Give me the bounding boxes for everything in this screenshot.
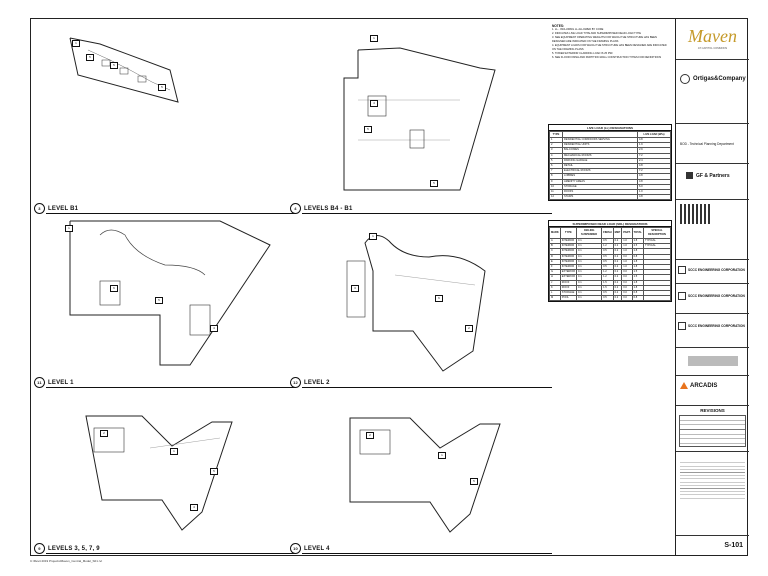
table-cell: INTERIOR [559, 258, 578, 265]
note-item: 4. EQUIPMENT LOADS FOR WHICH THE STRUCTU… [552, 44, 667, 51]
sdl-table-title: SUPERIMPOSED DEAD LOAD (SDL) DESIGNATION… [549, 221, 671, 227]
engineer-logo-icon [678, 322, 686, 330]
consultant-logos [676, 200, 749, 260]
table-cell: M [549, 295, 561, 302]
plan-level-b1: 1 5 5 5 [60, 30, 200, 110]
arcadis-logo-icon [680, 382, 688, 389]
note-item: 1. LL - INCLUDING LL ALLOWED BY CODE [552, 28, 604, 31]
col-header: MEP [612, 227, 623, 239]
table-cell: INTERIOR [559, 237, 578, 245]
plan-level-1: 1 6 5 4 [60, 215, 280, 375]
table-cell: INTERIOR [559, 248, 578, 255]
table-cell: STORAGE [559, 289, 578, 297]
plan-levels-3-5-7-9: 2 1 5 4 [70, 408, 270, 538]
col-header: MARK [549, 227, 561, 239]
notes-title: NOTES: [552, 24, 565, 28]
detail-bubble: 10 [290, 543, 301, 554]
architect-block: GF & Partners [676, 164, 749, 200]
general-notes: NOTES: 1. LL - INCLUDING LL ALLOWED BY C… [552, 24, 670, 60]
arcadis-block: ARCADIS [676, 376, 749, 406]
table-cell: EXTERIOR [559, 274, 578, 281]
disclaimer-block [676, 452, 749, 536]
table-cell: INTERIOR [559, 253, 578, 260]
sheet-number-block: S-101 [724, 542, 743, 549]
col-header: TYPE [559, 227, 578, 239]
plan-level-2: 1 3 6 2 [335, 225, 525, 375]
table-cell: 0.0 [621, 295, 633, 302]
detail-bubble: 11 [34, 377, 45, 388]
table-cell: STAIRS [562, 194, 638, 201]
note-item: 6. SEE FLOOR FINISH AND PARTITION WALL C… [552, 56, 662, 59]
detail-bubble: 4 [290, 203, 301, 214]
col-header: SPECIAL DESCRIPTION [642, 227, 672, 239]
table-cell [642, 295, 672, 302]
note-item: 3. SEE EQUIPMENT OPERATING WEIGHTS FOR W… [552, 36, 657, 43]
col-header: FINISH [601, 227, 614, 239]
table-cell: 0.5 [601, 295, 614, 302]
project-logo: Maven AT CAPITOL COMMONS [676, 18, 749, 60]
revisions-block: REVISIONS [676, 406, 749, 452]
engineer-block-1: SCCC ENGINEERING CORPORATION [676, 260, 749, 284]
table-cell: INTERIOR [559, 263, 578, 271]
owner-block: Ortigas&Company [676, 60, 749, 124]
file-path: C:\Revit 2019 Projects\Maven_Central_Mod… [30, 559, 103, 563]
architect-logo-icon [686, 172, 693, 179]
detail-bubble: 3 [34, 203, 45, 214]
table-cell: POOL [559, 295, 578, 302]
table-cell: INTERIOR [559, 243, 578, 250]
plan-levels-b4-b1: 1 4 5 5 [330, 30, 520, 200]
engineer-block-2: SCCC ENGINEERING CORPORATION [676, 284, 749, 314]
title-block: Maven AT CAPITOL COMMONS Ortigas&Company… [675, 18, 749, 556]
detail-bubble: 9 [34, 543, 45, 554]
live-load-table-title: LIVE LOAD (LL) DESIGNATIONS [549, 125, 671, 131]
detail-bubble: 12 [290, 377, 301, 388]
drawing-sheet [30, 18, 748, 556]
sdl-table: SUPERIMPOSED DEAD LOAD (SDL) DESIGNATION… [548, 220, 672, 303]
note-item: 2. INDICATES LIVE LOAD TYPE AND SUPERIMP… [552, 32, 641, 35]
table-cell: 0.8 [631, 295, 645, 302]
engineer-logo-icon [678, 292, 686, 300]
plan-level-4: 2 1 5 [340, 408, 530, 538]
table-cell: 12 [549, 194, 563, 201]
table-cell: 0.1 [576, 295, 603, 302]
owner-logo-icon [680, 74, 690, 84]
consultant-logo-icon [680, 204, 710, 224]
engineer-logo-icon [678, 266, 686, 274]
table-cell: 0.2 [612, 295, 623, 302]
col-header: TOTAL [631, 227, 645, 239]
note-item: 5. TOWER EXTERIOR CLADDING LOAD IS 25 PS… [552, 52, 613, 55]
seal-block [676, 348, 749, 376]
table-cell: 4.8 [637, 194, 671, 201]
dept-block: BOD - Technical Planning Department [676, 124, 749, 164]
col-header: PART. [621, 227, 633, 239]
seal-icon [687, 356, 738, 366]
engineer-block-3: SCCC ENGINEERING CORPORATION [676, 314, 749, 348]
live-load-table: LIVE LOAD (LL) DESIGNATIONS TYPE LIVE LO… [548, 124, 672, 202]
col-header: CEILING SUSPENDED [576, 227, 603, 239]
table-cell: EXTERIOR [559, 269, 578, 276]
